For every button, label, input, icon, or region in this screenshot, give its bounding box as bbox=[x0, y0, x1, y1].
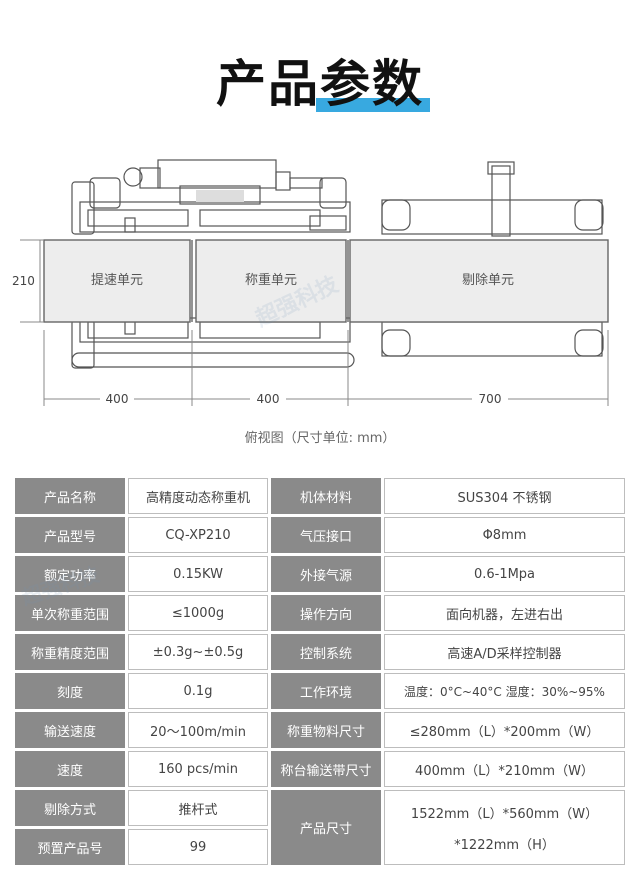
spec-key: 产品型号 bbox=[15, 517, 125, 553]
spec-key: 速度 bbox=[15, 751, 125, 787]
reject-unit-label: 剔除单元 bbox=[462, 273, 514, 288]
table-row: 刻度 0.1g 工作环境 温度：0°C~40°C 湿度：30%~95% bbox=[15, 673, 625, 709]
reject-column bbox=[491, 165, 511, 237]
upper-rail bbox=[87, 209, 189, 227]
spec-value: 温度：0°C~40°C 湿度：30%~95% bbox=[384, 673, 625, 709]
spec-key: 称重精度范围 bbox=[15, 634, 125, 670]
product-size-line2: *1222mm（H） bbox=[454, 837, 555, 853]
spec-key: 单次称重范围 bbox=[15, 595, 125, 631]
weighing-unit bbox=[195, 239, 347, 323]
title-part1: 产品 bbox=[216, 55, 320, 113]
roller-hardware bbox=[89, 177, 121, 209]
spec-value: 99 bbox=[128, 829, 268, 865]
spec-value: 20～100m/min bbox=[128, 712, 268, 748]
reject-roller bbox=[381, 199, 411, 231]
table-row: 速度 160 pcs/min 称台输送带尺寸 400mm（L）*210mm（W） bbox=[15, 751, 625, 787]
spec-value: 高精度动态称重机 bbox=[128, 478, 268, 514]
table-row: 产品名称 高精度动态称重机 机体材料 SUS304 不锈钢 bbox=[15, 478, 625, 514]
width-dimension-label: 400 bbox=[106, 392, 129, 406]
motor-circle bbox=[123, 167, 143, 187]
spec-value: Φ8mm bbox=[384, 517, 625, 553]
diagram-caption: 俯视图（尺寸单位: mm） bbox=[244, 431, 396, 446]
reject-lower-frame bbox=[381, 321, 603, 357]
spec-key: 称重物料尺寸 bbox=[271, 712, 381, 748]
spec-key: 气压接口 bbox=[271, 517, 381, 553]
spec-value: 1522mm（L）*560mm（W） *1222mm（H） bbox=[384, 790, 625, 865]
product-size-line1: 1522mm（L）*560mm（W） bbox=[410, 806, 599, 822]
spec-key: 剔除方式 bbox=[15, 790, 125, 826]
width-dimension-label: 700 bbox=[479, 392, 502, 406]
side-bracket bbox=[71, 319, 95, 369]
table-row: 预置产品号 99 bbox=[15, 829, 625, 865]
screw bbox=[124, 217, 136, 233]
spec-key: 操作方向 bbox=[271, 595, 381, 631]
reject-roller bbox=[574, 199, 604, 231]
motor-housing bbox=[157, 159, 277, 189]
table-row: 输送速度 20～100m/min 称重物料尺寸 ≤280mm（L）*200mm（… bbox=[15, 712, 625, 748]
height-dimension-label: 210 bbox=[12, 274, 35, 288]
reject-roller bbox=[574, 329, 604, 357]
spec-key: 产品尺寸 bbox=[271, 790, 381, 865]
spec-key: 额定功率 bbox=[15, 556, 125, 592]
title-part2: 参数 bbox=[320, 55, 424, 113]
spec-key: 控制系统 bbox=[271, 634, 381, 670]
machine-top-view-diagram: 提速单元 称重单元 剔除单元 超强科技 210 400 400 700 bbox=[12, 159, 609, 406]
table-row: 额定功率 0.15KW 外接气源 0.6-1Mpa bbox=[15, 556, 625, 592]
spec-value: 高速A/D采样控制器 bbox=[384, 634, 625, 670]
speed-up-unit-label: 提速单元 bbox=[91, 272, 143, 288]
spec-table: 产品名称 高精度动态称重机 机体材料 SUS304 不锈钢 产品型号 CQ-XP… bbox=[12, 475, 628, 868]
width-dimension-label: 400 bbox=[257, 392, 280, 406]
spec-value: 0.15KW bbox=[128, 556, 268, 592]
roller-hardware bbox=[319, 177, 347, 209]
page-title: 产品参数 bbox=[0, 44, 640, 116]
table-row: 剔除方式 推杆式 产品尺寸 1522mm（L）*560mm（W） *1222mm… bbox=[15, 790, 625, 865]
spec-value: 0.6-1Mpa bbox=[384, 556, 625, 592]
spec-key: 外接气源 bbox=[271, 556, 381, 592]
side-bracket bbox=[71, 181, 95, 235]
sensor-window bbox=[196, 190, 244, 202]
spec-value: 400mm（L）*210mm（W） bbox=[384, 751, 625, 787]
spec-key: 预置产品号 bbox=[15, 829, 125, 865]
reject-unit bbox=[349, 239, 609, 323]
clamp-block bbox=[309, 215, 347, 231]
spec-key: 称台输送带尺寸 bbox=[271, 751, 381, 787]
spec-value: 推杆式 bbox=[128, 790, 268, 826]
spec-value: ≤280mm（L）*200mm（W） bbox=[384, 712, 625, 748]
spec-key: 机体材料 bbox=[271, 478, 381, 514]
spec-value: 0.1g bbox=[128, 673, 268, 709]
motor-end bbox=[275, 171, 291, 191]
spec-value: CQ-XP210 bbox=[128, 517, 268, 553]
table-row: 产品型号 CQ-XP210 气压接口 Φ8mm bbox=[15, 517, 625, 553]
spec-value: ±0.3g~±0.5g bbox=[128, 634, 268, 670]
spec-value: ≤1000g bbox=[128, 595, 268, 631]
motor-shaft bbox=[289, 177, 323, 189]
reject-column-cap bbox=[487, 161, 515, 175]
table-row: 单次称重范围 ≤1000g 操作方向 面向机器，左进右出 bbox=[15, 595, 625, 631]
spec-key: 产品名称 bbox=[15, 478, 125, 514]
motor-block bbox=[139, 167, 161, 189]
spec-key: 工作环境 bbox=[271, 673, 381, 709]
reject-roller bbox=[381, 329, 411, 357]
speed-up-unit bbox=[43, 239, 191, 323]
base-bar bbox=[71, 352, 355, 368]
table-row: 称重精度范围 ±0.3g~±0.5g 控制系统 高速A/D采样控制器 bbox=[15, 634, 625, 670]
spec-key: 输送速度 bbox=[15, 712, 125, 748]
upper-rail bbox=[199, 209, 321, 227]
lower-rail bbox=[87, 321, 189, 339]
spec-value: 面向机器，左进右出 bbox=[384, 595, 625, 631]
weighing-unit-label: 称重单元 bbox=[245, 272, 297, 288]
spec-key: 刻度 bbox=[15, 673, 125, 709]
sensor-box bbox=[179, 185, 261, 205]
spec-value: 160 pcs/min bbox=[128, 751, 268, 787]
spec-value: SUS304 不锈钢 bbox=[384, 478, 625, 514]
title-highlight: 参数 bbox=[316, 44, 430, 116]
